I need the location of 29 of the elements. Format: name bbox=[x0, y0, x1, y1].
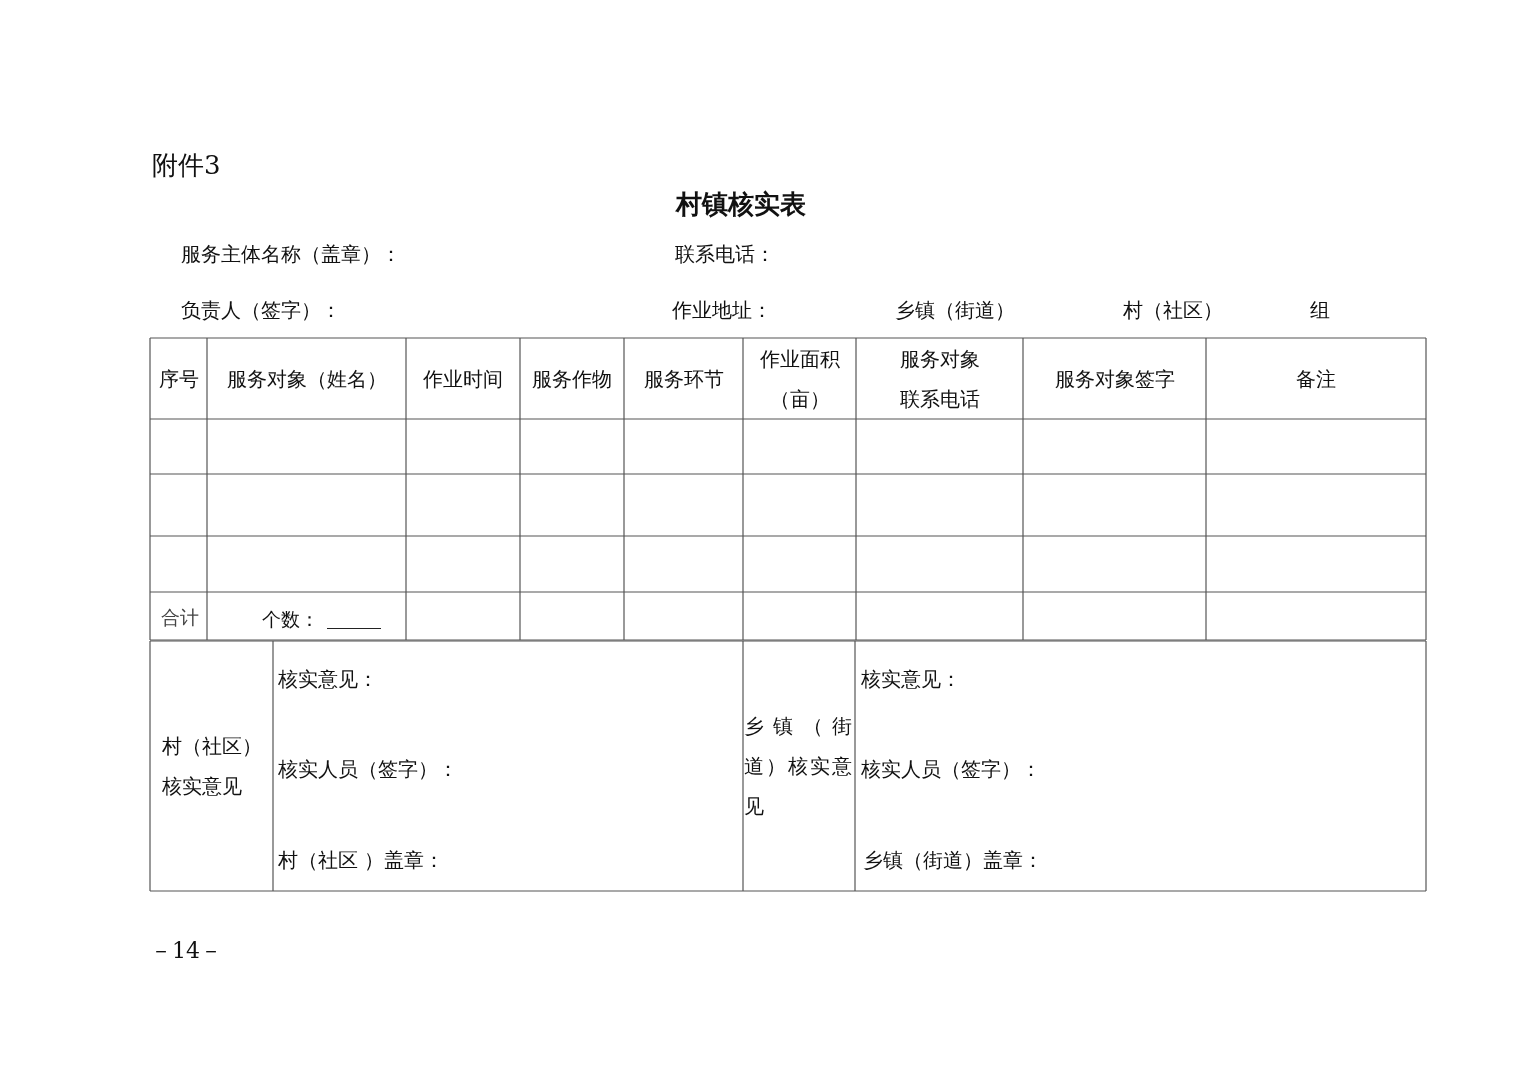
form-label: 服务主体名称（盖章）： bbox=[181, 241, 401, 268]
column-header: 服务对象联系电话 bbox=[898, 345, 981, 413]
row-label: 乡镇（街道）核实意见 bbox=[744, 713, 854, 820]
row-label: 合计 bbox=[161, 605, 199, 630]
page-number: －14－ bbox=[150, 937, 222, 965]
form-label: 个数： bbox=[262, 607, 319, 632]
column-header: 作业面积（亩） bbox=[758, 345, 841, 413]
form-label: 负责人（签字）： bbox=[181, 297, 341, 324]
page-title: 村镇核实表 bbox=[676, 188, 806, 221]
form-label: 核实人员（签字）： bbox=[861, 756, 1041, 783]
column-header: 服务作物 bbox=[532, 365, 612, 393]
form-label: 村（社区 ）盖章： bbox=[278, 847, 445, 874]
form-label: 乡镇（街道）盖章： bbox=[863, 847, 1043, 874]
form-label: 村（社区） bbox=[1123, 297, 1223, 324]
column-header: 服务环节 bbox=[643, 365, 724, 393]
form-label: 作业地址： bbox=[672, 297, 772, 324]
column-header: 服务对象（姓名） bbox=[226, 365, 387, 393]
form-label: 联系电话： bbox=[675, 241, 775, 268]
form-label: 核实人员（签字）： bbox=[278, 756, 458, 783]
form-label: 核实意见： bbox=[278, 666, 378, 693]
form-label: 乡镇（街道） bbox=[895, 297, 1015, 324]
column-header: 备注 bbox=[1296, 365, 1336, 393]
column-header: 服务对象签字 bbox=[1054, 365, 1175, 393]
column-header: 作业时间 bbox=[423, 365, 503, 393]
column-header: 序号 bbox=[158, 365, 199, 393]
form-label: 核实意见： bbox=[861, 666, 961, 693]
form-label: 组 bbox=[1310, 297, 1330, 324]
annex-label: 附件3 bbox=[152, 149, 221, 182]
row-label: 村（社区）核实意见 bbox=[161, 733, 262, 800]
